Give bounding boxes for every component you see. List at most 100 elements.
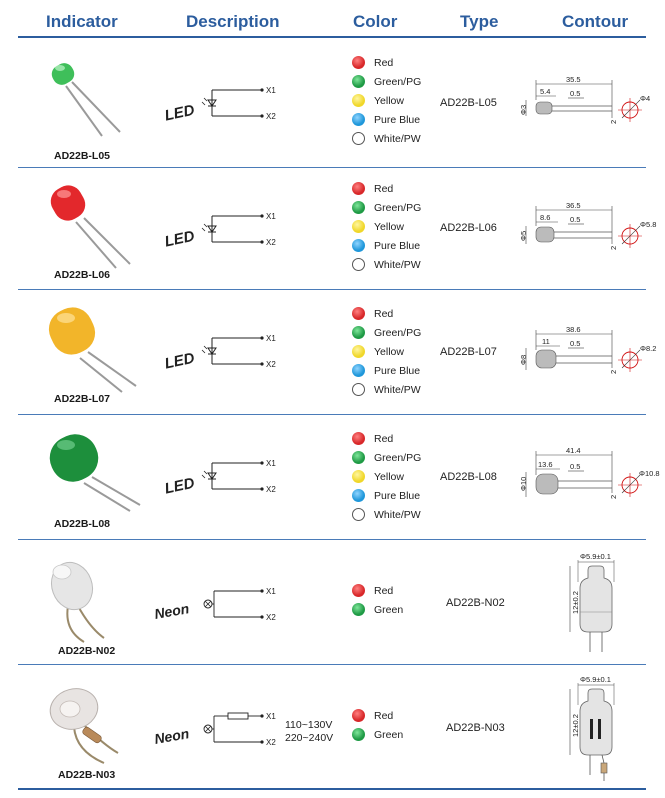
row-divider [18, 289, 646, 290]
svg-text:11: 11 [542, 337, 550, 346]
terminal-x1: X1 [266, 712, 276, 721]
terminal-x1: X1 [266, 459, 276, 468]
part-number: AD22B-N02 [58, 645, 116, 657]
color-option: White/PW [352, 505, 421, 524]
svg-text:8.6: 8.6 [540, 213, 550, 222]
green-dot [352, 728, 365, 741]
terminal-x2: X2 [266, 238, 276, 247]
color-list: Red Green [352, 706, 403, 744]
white-dot [352, 383, 365, 396]
color-option: Red [352, 179, 421, 198]
red-dot [352, 584, 365, 597]
type-code: AD22B-L05 [440, 97, 497, 109]
terminal-x2: X2 [266, 112, 276, 121]
green-dot [352, 75, 365, 88]
color-option: Yellow [352, 217, 421, 236]
led-label: LED [163, 228, 196, 251]
row-divider [18, 414, 646, 415]
color-option: Yellow [352, 342, 421, 361]
table-row: AD22B-N03 Neon X1 X2 110~130V 220~240V R… [0, 665, 665, 788]
terminal-x2: X2 [266, 738, 276, 747]
svg-text:Φ4: Φ4 [640, 94, 650, 103]
table-row: AD22B-N02 Neon X1 X2 Red Green AD22B-N02… [0, 540, 665, 664]
color-option: Red [352, 304, 421, 323]
header-color: Color [353, 12, 398, 31]
neon-bulb [50, 561, 94, 611]
svg-text:Φ3: Φ3 [519, 105, 528, 115]
table-row: AD22B-L08 LED X1 X2 Red Green/PG Yellow … [0, 415, 665, 539]
header-rule [18, 36, 646, 38]
table-row: AD22B-L05 LED X1 X2 Red Green/PG Yellow … [0, 40, 665, 167]
footer-rule [18, 788, 646, 790]
svg-text:Φ10.8: Φ10.8 [639, 469, 660, 478]
svg-text:0.5: 0.5 [570, 215, 580, 224]
color-option: Red [352, 53, 421, 72]
svg-text:0.5: 0.5 [570, 462, 580, 471]
green-dot [352, 603, 365, 616]
led-circuit-diagram: LED X1 X2 [163, 459, 276, 498]
color-option: Pure Blue [352, 486, 421, 505]
table-header: Indicator Description Color Type Contour [0, 0, 665, 40]
color-list: Red Green/PG Yellow Pure Blue White/PW [352, 304, 421, 399]
color-option: Red [352, 706, 403, 725]
led-label: LED [163, 350, 196, 373]
terminal-x1: X1 [266, 212, 276, 221]
red-dot [352, 432, 365, 445]
voltage-rating: 110~130V 220~240V [285, 719, 334, 744]
neon-label: Neon [153, 600, 190, 622]
table-row: AD22B-L06 LED X1 X2 Red Green/PG Yellow … [0, 168, 665, 289]
terminal-x1: X1 [266, 587, 276, 596]
white-dot [352, 508, 365, 521]
svg-text:Φ5.9±0.1: Φ5.9±0.1 [580, 552, 611, 561]
contour-drawing: 41.4 13.6 0.5 Φ10 2 Φ10.8 [519, 446, 660, 499]
neon-contour-drawing: Φ5.9±0.1 12±0.2 [569, 675, 615, 781]
color-option: Red [352, 581, 403, 600]
neon-lamp-photo [49, 688, 119, 764]
neon-bulb-outline [579, 688, 613, 756]
red-dot [352, 182, 365, 195]
color-option: Yellow [352, 467, 421, 486]
led-photo [51, 63, 121, 137]
led-circuit-diagram: LED X1 X2 [163, 212, 276, 251]
neon-circuit-diagram: Neon X1 X2 [153, 587, 276, 622]
neon-lamp-photo [50, 561, 105, 643]
svg-text:2: 2 [609, 120, 618, 124]
header-contour: Contour [562, 12, 629, 31]
color-option: Red [352, 429, 421, 448]
neon-contour-drawing: Φ5.9±0.1 12±0.2 [569, 552, 615, 652]
color-option: Green/PG [352, 198, 421, 217]
color-option: Pure Blue [352, 110, 421, 129]
terminal-x2: X2 [266, 485, 276, 494]
led-circuit-diagram: LED X1 X2 [163, 334, 276, 373]
neon-circuit-diagram: Neon X1 X2 [153, 712, 276, 747]
led-photo [50, 185, 131, 269]
header-type: Type [460, 12, 499, 31]
resistor-symbol [227, 712, 249, 720]
svg-text:36.5: 36.5 [566, 201, 581, 210]
part-number: AD22B-N03 [58, 769, 116, 781]
type-code: AD22B-L07 [440, 346, 497, 358]
color-list: Red Green/PG Yellow Pure Blue White/PW [352, 429, 421, 524]
color-option: Green [352, 600, 403, 619]
row-divider [18, 539, 646, 540]
svg-text:2: 2 [609, 495, 618, 499]
svg-text:35.5: 35.5 [566, 75, 581, 84]
led-circuit-diagram: LED X1 X2 [163, 86, 276, 125]
color-option: White/PW [352, 129, 421, 148]
led-photo [49, 434, 141, 512]
svg-text:Φ5.9±0.1: Φ5.9±0.1 [580, 675, 611, 684]
contour-drawing: 35.5 5.4 0.5 Φ3 2 Φ4 [519, 75, 650, 124]
header-description: Description [186, 12, 280, 31]
color-option: White/PW [352, 380, 421, 399]
color-list: Red Green/PG Yellow Pure Blue White/PW [352, 53, 421, 148]
yellow-dot [352, 470, 365, 483]
svg-text:0.5: 0.5 [570, 339, 580, 348]
svg-text:0.5: 0.5 [570, 89, 580, 98]
svg-text:Φ8.2: Φ8.2 [640, 344, 656, 353]
svg-text:12±0.2: 12±0.2 [571, 714, 580, 737]
terminal-x2: X2 [266, 360, 276, 369]
terminal-x1: X1 [266, 86, 276, 95]
yellow-dot [352, 345, 365, 358]
color-option: White/PW [352, 255, 421, 274]
blue-dot [352, 113, 365, 126]
